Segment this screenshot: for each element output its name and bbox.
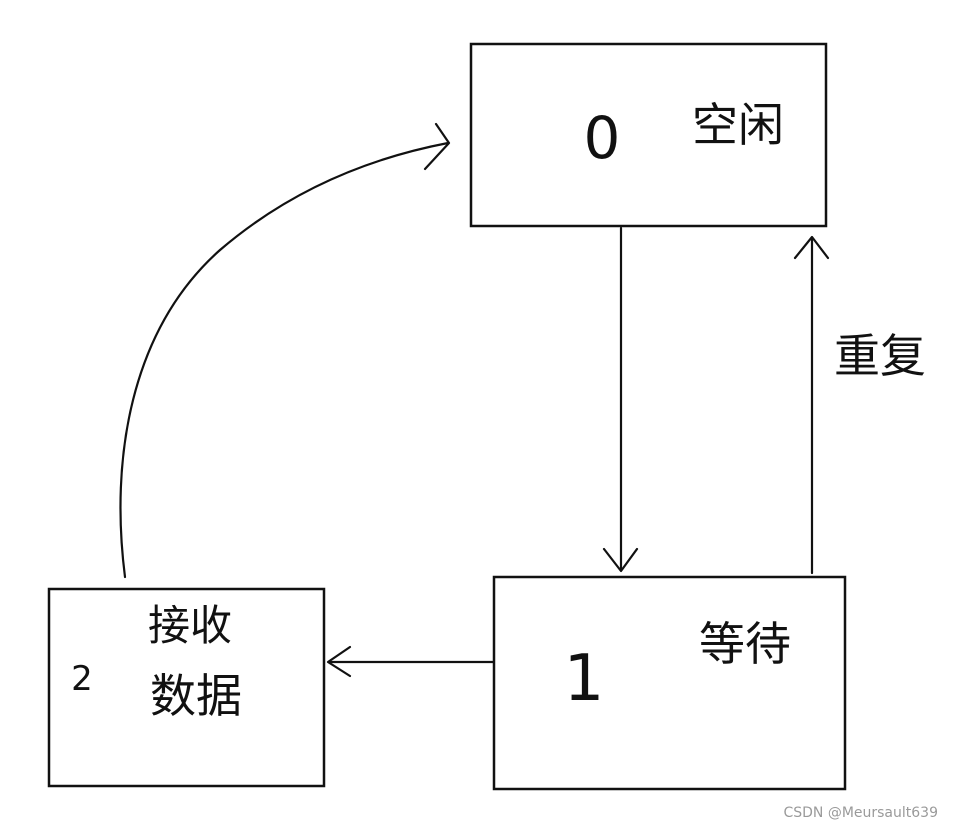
state-receive-number: 2 [71, 659, 93, 699]
edge-waiting-to-idle: 重复 [793, 235, 926, 575]
state-waiting-box [492, 575, 847, 791]
arrow-up-icon [793, 235, 830, 260]
state-waiting: 1 等待 [492, 575, 847, 791]
state-idle-number: 0 [584, 104, 621, 172]
arrow-down-icon [602, 547, 639, 573]
edge-repeat-label: 重复 [834, 329, 926, 383]
state-waiting-label: 等待 [699, 617, 791, 671]
watermark-text: CSDN @Meursault639 [783, 805, 938, 821]
state-receive-box [47, 587, 326, 788]
arrow-curve-icon [423, 122, 451, 171]
edge-receive-to-idle-curve [119, 141, 450, 579]
state-idle-label: 空闲 [692, 98, 784, 152]
state-waiting-number: 1 [564, 642, 605, 716]
arrow-left-icon [326, 645, 352, 678]
state-idle: 0 空闲 [469, 42, 828, 228]
edge-idle-to-waiting [602, 226, 639, 573]
state-receive-label-line2: 数据 [150, 669, 242, 723]
edge-receive-to-idle [119, 122, 451, 579]
edge-waiting-to-receive [326, 645, 495, 678]
state-receive: 2 接收 数据 [47, 587, 326, 788]
state-receive-label-line1: 接收 [148, 601, 232, 650]
state-idle-box [469, 42, 828, 228]
